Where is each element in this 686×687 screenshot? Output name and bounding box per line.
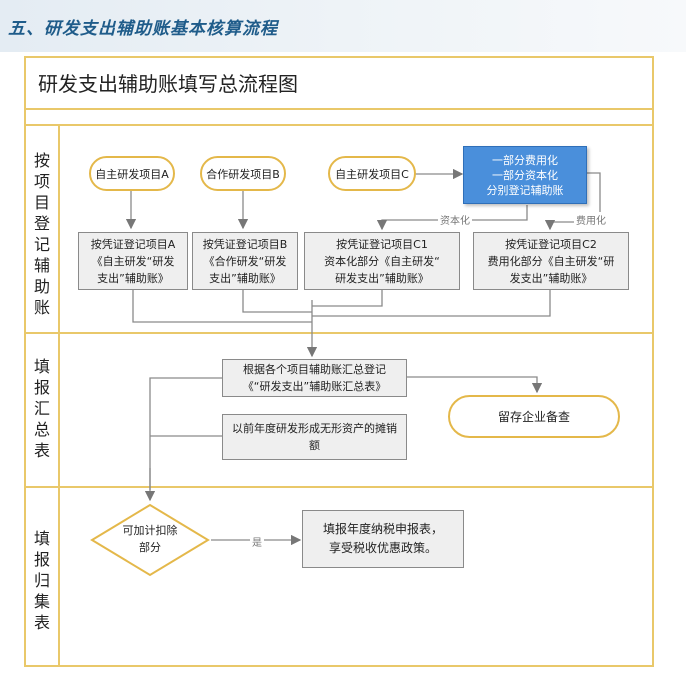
node-archive: 留存企业备查 — [448, 395, 620, 438]
node-project-b: 合作研发项目B — [200, 156, 286, 191]
edge-label-yes: 是 — [250, 534, 264, 549]
node-register-a: 按凭证登记项目A 《自主研发“研发 支出”辅助账》 — [78, 232, 188, 290]
node-deduct-label: 可加计扣除 部分 — [122, 524, 178, 554]
section-header — [0, 0, 686, 52]
edge-label-capitalize: 资本化 — [438, 212, 472, 227]
title-divider — [24, 108, 654, 110]
node-tax-filing: 填报年度纳税申报表， 享受税收优惠政策。 — [302, 510, 464, 568]
node-project-a: 自主研发项目A — [89, 156, 175, 191]
node-register-c1: 按凭证登记项目C1 资本化部分《自主研发“ 研发支出”辅助账》 — [304, 232, 460, 290]
node-deduct-diamond — [90, 503, 210, 577]
node-project-c: 自主研发项目C — [328, 156, 416, 191]
node-amortization: 以前年度研发形成无形资产的摊销 额 — [222, 414, 407, 460]
title-divider-2 — [24, 124, 654, 126]
node-split-accounting: 一部分费用化 一部分资本化 分别登记辅助账 — [463, 146, 587, 204]
section-title: 五、研发支出辅助账基本核算流程 — [8, 19, 278, 39]
lane-label-collect: 填 报 归 集 表 — [33, 529, 50, 632]
lane-divider-2 — [24, 486, 654, 488]
lane-label-summary: 填 报 汇 总 表 — [33, 357, 50, 460]
node-register-c2: 按凭证登记项目C2 费用化部分《自主研发“研 发支出”辅助账》 — [473, 232, 629, 290]
edge-label-expense: 费用化 — [574, 212, 608, 227]
lane-divider-1 — [24, 332, 654, 334]
lane-label-register: 按 项 目 登 记 辅 助 账 — [33, 151, 50, 317]
node-register-b: 按凭证登记项目B 《合作研发“研发 支出”辅助账》 — [192, 232, 298, 290]
flowchart-title: 研发支出辅助账填写总流程图 — [38, 72, 298, 96]
lane-label-divider — [58, 124, 60, 667]
node-summary-table: 根据各个项目辅助账汇总登记 《“研发支出”辅助账汇总表》 — [222, 359, 407, 397]
